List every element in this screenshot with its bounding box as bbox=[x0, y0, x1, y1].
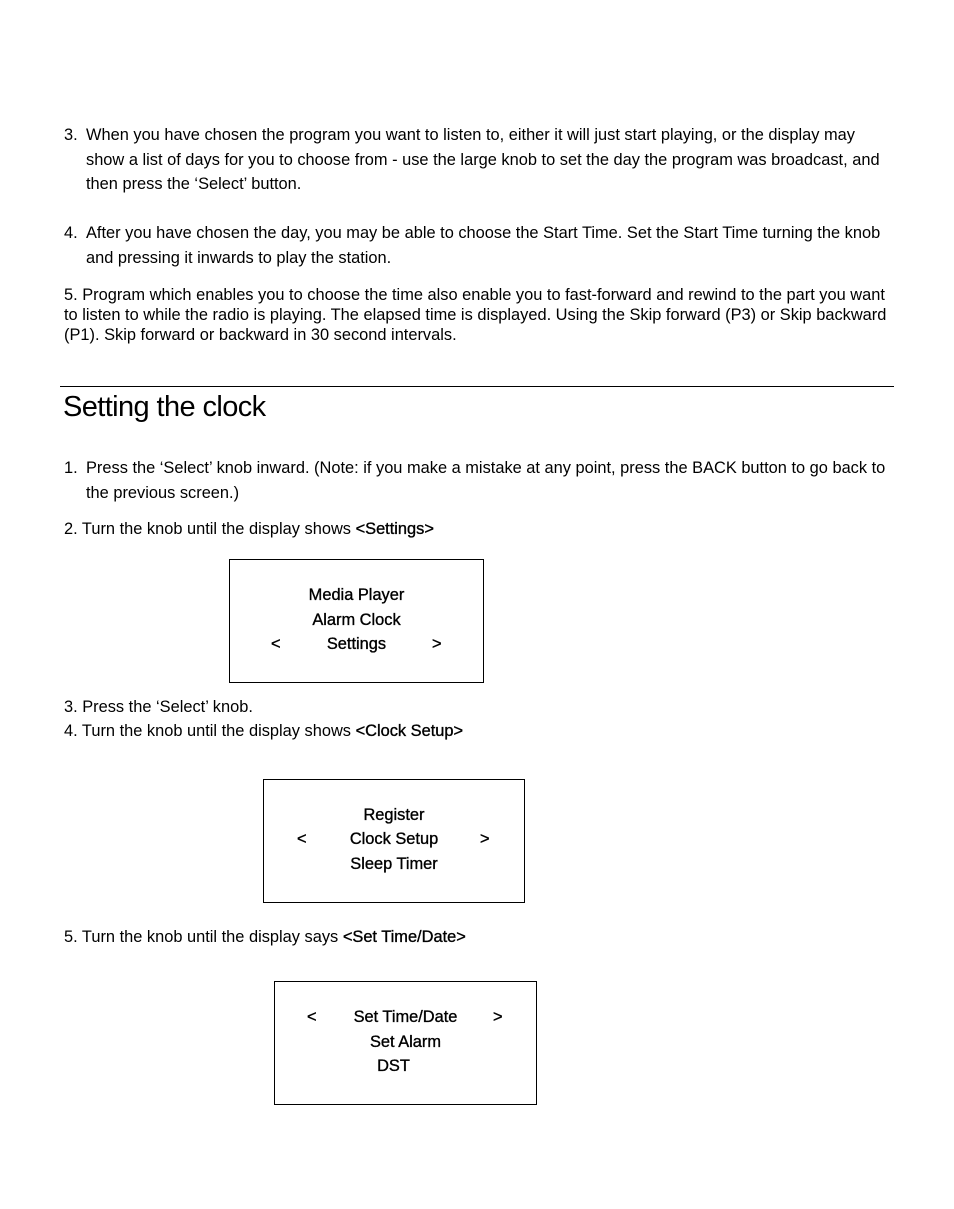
step-number: 4. bbox=[64, 224, 78, 242]
display-item: Register bbox=[363, 806, 425, 824]
right-arrow-icon: > bbox=[432, 635, 442, 653]
highlight-clock-setup: <Clock Setup> bbox=[355, 722, 464, 740]
step-text: After you have chosen the day, you may b… bbox=[86, 224, 881, 267]
step-text: 3. Press the ‘Select’ knob. bbox=[64, 698, 253, 716]
display-screen-set-time-date: Set Time/Date Set Alarm DST < > bbox=[274, 981, 537, 1105]
step-number: 1. bbox=[64, 459, 78, 477]
highlight-set-time-date: <Set Time/Date> bbox=[342, 928, 466, 946]
display-item-selected: Clock Setup bbox=[349, 830, 439, 848]
step-number: 3. bbox=[64, 126, 78, 144]
step-text: Press the ‘Select’ knob inward. (Note: i… bbox=[86, 459, 886, 502]
section-title: Setting the clock bbox=[63, 391, 266, 423]
left-arrow-icon: < bbox=[297, 830, 307, 848]
left-arrow-icon: < bbox=[307, 1008, 317, 1026]
step-4-choose-day: 4. After you have chosen the day, you ma… bbox=[64, 221, 894, 270]
step-5-skip-paragraph: 5. Program which enables you to choose t… bbox=[64, 286, 887, 344]
step-text: 5. Turn the knob until the display says bbox=[64, 928, 343, 946]
display-item: Media Player bbox=[308, 586, 405, 604]
clock-step-3: 3. Press the ‘Select’ knob. bbox=[64, 695, 253, 719]
display-item: Sleep Timer bbox=[350, 855, 438, 873]
display-item-selected: Set Time/Date bbox=[353, 1008, 458, 1026]
clock-step-4: 4. Turn the knob until the display shows… bbox=[64, 719, 463, 743]
right-arrow-icon: > bbox=[480, 830, 490, 848]
step-text: When you have chosen the program you wan… bbox=[86, 126, 880, 193]
display-screen-clock-setup: Register Clock Setup Sleep Timer < > bbox=[263, 779, 525, 903]
step-3-choose-program: 3. When you have chosen the program you … bbox=[64, 123, 894, 197]
step-text: 4. Turn the knob until the display shows bbox=[64, 722, 356, 740]
display-item: DST bbox=[377, 1057, 410, 1075]
clock-step-1: 1. Press the ‘Select’ knob inward. (Note… bbox=[64, 456, 894, 505]
right-arrow-icon: > bbox=[493, 1008, 503, 1026]
clock-step-5: 5. Turn the knob until the display says … bbox=[64, 925, 466, 949]
section-divider bbox=[60, 386, 894, 387]
display-item: Set Alarm bbox=[369, 1033, 442, 1051]
display-item-selected: Settings bbox=[326, 635, 387, 653]
display-item: Alarm Clock bbox=[312, 611, 401, 629]
highlight-settings: <Settings> bbox=[355, 520, 434, 538]
left-arrow-icon: < bbox=[271, 635, 281, 653]
display-screen-settings: Media Player Alarm Clock Settings < > bbox=[229, 559, 484, 683]
clock-step-2: 2. Turn the knob until the display shows… bbox=[64, 517, 434, 541]
step-text: 2. Turn the knob until the display shows bbox=[64, 520, 356, 538]
